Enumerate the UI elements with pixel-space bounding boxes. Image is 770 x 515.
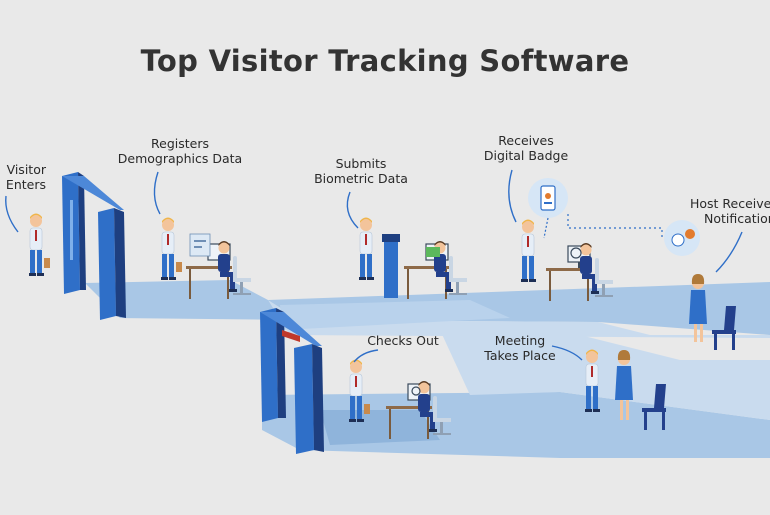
badge-station <box>520 219 613 302</box>
step-label-checks-out: Checks Out <box>367 333 439 348</box>
notification-bell-icon <box>664 220 700 256</box>
biometric-station <box>358 217 467 300</box>
host-chair <box>712 306 736 350</box>
notification-link <box>567 214 663 240</box>
page-title: Top Visitor Tracking Software <box>140 44 630 78</box>
exit-gate <box>260 308 324 454</box>
callout-lines <box>5 169 743 363</box>
meeting-scene <box>584 349 666 430</box>
host-figure <box>689 274 707 342</box>
badge-phone-icon <box>528 178 568 239</box>
checkout-station <box>348 359 451 440</box>
visitor-walking-figure <box>28 213 50 277</box>
entrance-gate <box>62 172 126 320</box>
registration-desk <box>160 217 251 300</box>
